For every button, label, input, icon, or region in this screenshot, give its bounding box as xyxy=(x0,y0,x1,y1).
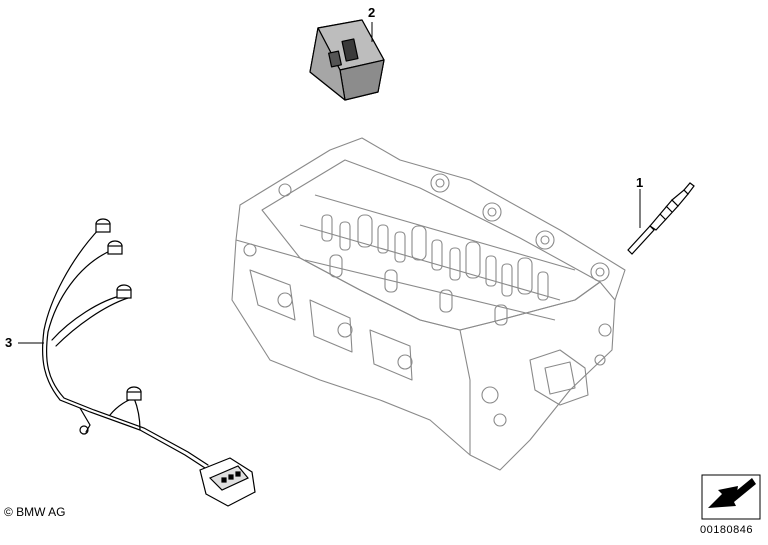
arrow-icon xyxy=(701,474,761,520)
diagram-number: 00180846 xyxy=(700,524,753,536)
harness-plug xyxy=(199,457,256,507)
callout-label-1: 1 xyxy=(636,175,644,190)
callout-label-2: 2 xyxy=(368,5,376,20)
cylinder-head xyxy=(231,137,626,471)
harness-connectors xyxy=(95,218,142,401)
glow-plug xyxy=(627,182,695,255)
callout-label-3: 3 xyxy=(5,335,13,350)
copyright-notice: © BMW AG xyxy=(4,505,66,519)
wiring-harness xyxy=(41,227,209,469)
glow-control-unit xyxy=(309,19,385,101)
